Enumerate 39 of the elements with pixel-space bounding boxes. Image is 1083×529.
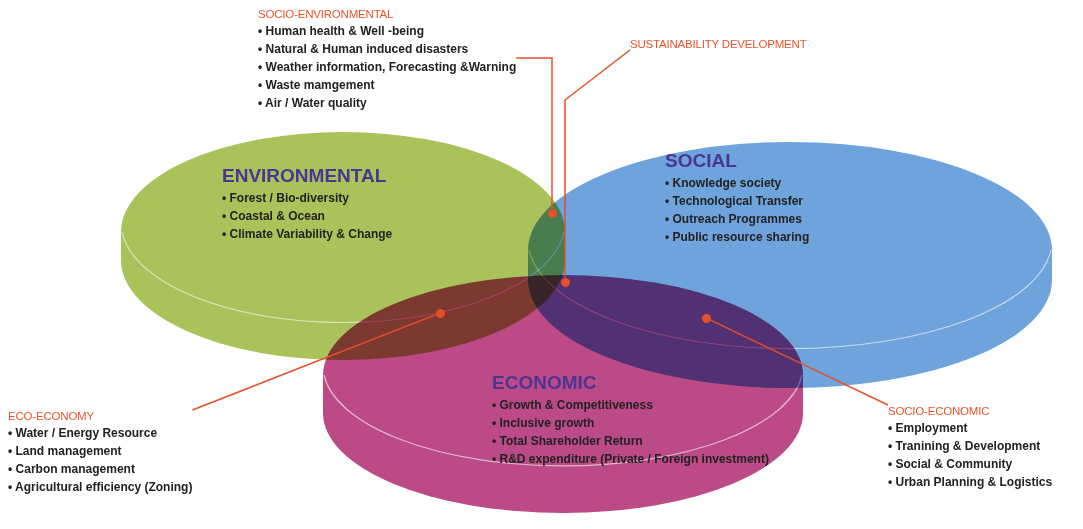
bullet-item: • Growth & Competitiveness bbox=[492, 397, 654, 414]
category-heading: SUSTAINABILITY DEVELOPMENT bbox=[630, 38, 807, 50]
category-heading: ECO-ECONOMY bbox=[8, 410, 95, 422]
leader-line bbox=[191, 313, 437, 411]
leader-line bbox=[515, 57, 553, 210]
leader-line bbox=[564, 49, 631, 279]
bullet-item: • Employment bbox=[888, 420, 969, 437]
category-heading: SOCIO-ENVIRONMENTAL bbox=[258, 8, 395, 20]
bullet-item: • Weather information, Forecasting &Warning bbox=[258, 59, 517, 76]
leader-dot bbox=[547, 208, 557, 218]
bullet-item: • Carbon management bbox=[8, 461, 136, 478]
leader-dot bbox=[560, 277, 570, 287]
category-heading: SOCIAL bbox=[665, 150, 738, 172]
bullet-item: • Knowledge society bbox=[665, 175, 783, 192]
leader-dot bbox=[435, 308, 445, 318]
bullet-item: • R&D expenditure (Private / Foreign investment) bbox=[492, 451, 769, 468]
bullet-item: • Agricultural efficiency (Zoning) bbox=[8, 479, 193, 496]
bullet-item: • Coastal & Ocean bbox=[222, 208, 326, 225]
bullet-item: • Waste mamgement bbox=[258, 77, 376, 94]
category-heading: ECONOMIC bbox=[492, 372, 598, 394]
bullet-item: • Tranining & Development bbox=[888, 438, 1042, 455]
bullet-item: • Land management bbox=[8, 443, 123, 460]
bullet-item: • Public resource sharing bbox=[665, 229, 810, 246]
bullet-item: • Air / Water quality bbox=[258, 95, 368, 112]
bullet-item: • Natural & Human induced disasters bbox=[258, 41, 470, 58]
category-heading: SOCIO-ECONOMIC bbox=[888, 405, 991, 417]
bullet-item: • Human health & Well -being bbox=[258, 23, 425, 40]
bullet-item: • Urban Planning & Logistics bbox=[888, 474, 1053, 491]
bullet-item: • Forest / Bio-diversity bbox=[222, 190, 350, 207]
leader-dot bbox=[701, 313, 711, 323]
bullet-item: • Climate Variability & Change bbox=[222, 226, 393, 243]
bullet-item: • Social & Community bbox=[888, 456, 1014, 473]
bullet-item: • Water / Energy Resource bbox=[8, 425, 159, 442]
bullet-item: • Technological Transfer bbox=[665, 193, 804, 210]
leader-line bbox=[709, 319, 889, 406]
bullet-item: • Total Shareholder Return bbox=[492, 433, 644, 450]
category-heading: ENVIRONMENTAL bbox=[222, 165, 388, 187]
bullet-item: • Outreach Programmes bbox=[665, 211, 803, 228]
bullet-item: • Inclusive growth bbox=[492, 415, 596, 432]
